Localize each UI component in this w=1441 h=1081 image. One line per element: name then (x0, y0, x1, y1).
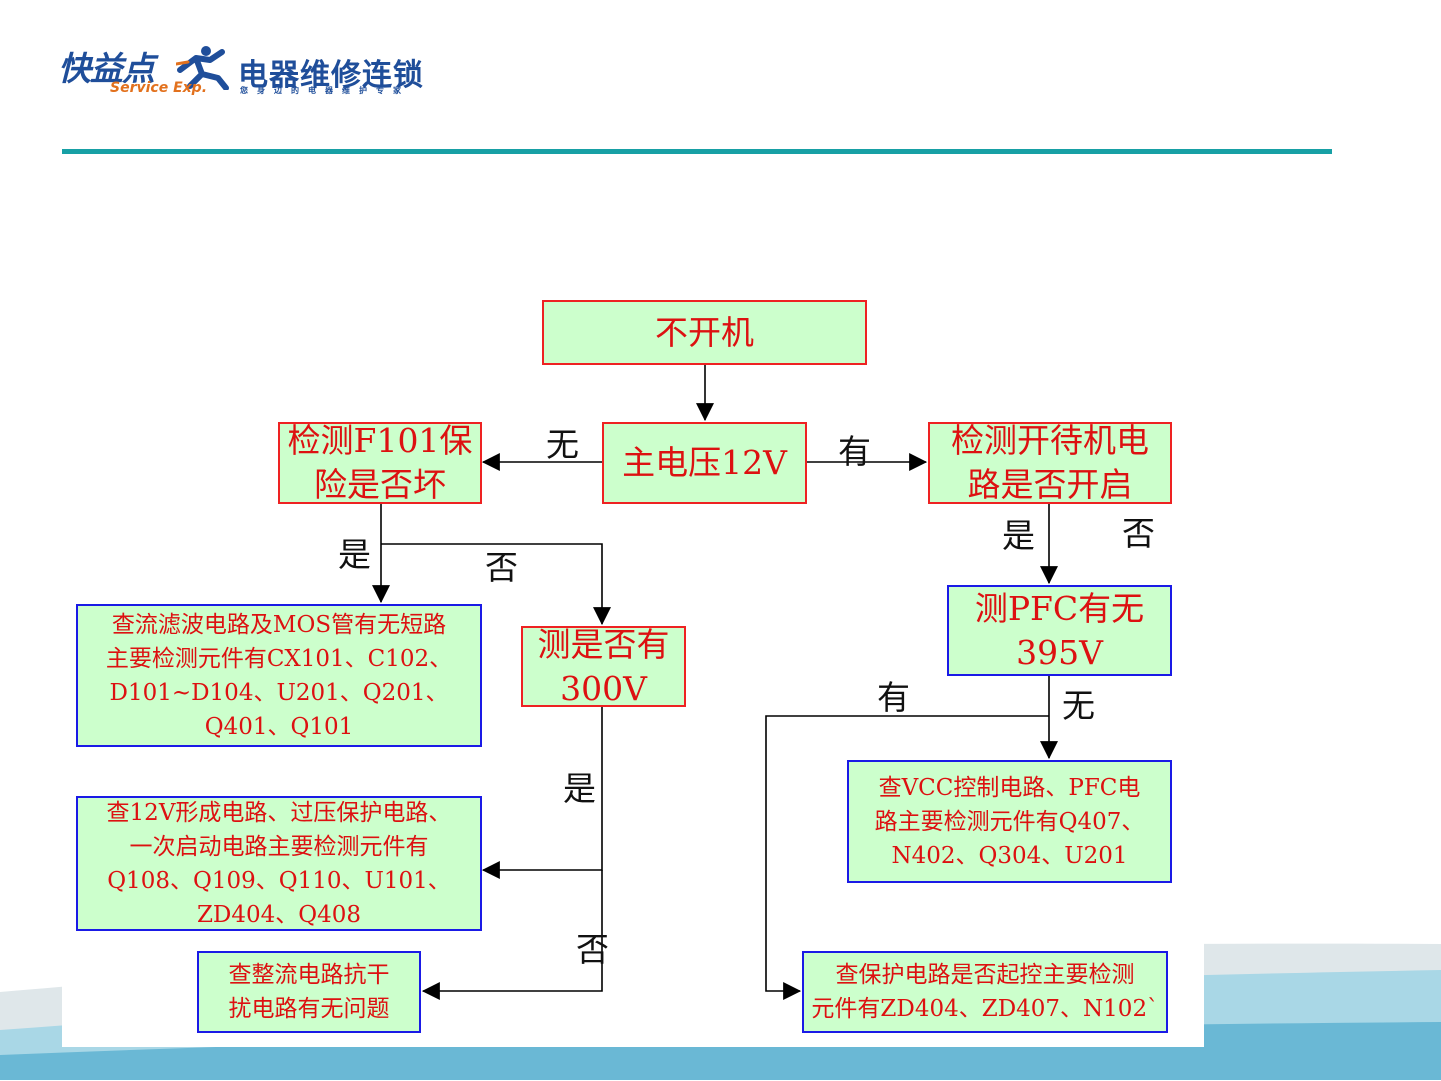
label-fuse-yes: 是 (338, 535, 371, 574)
label-main-has: 有 (838, 432, 871, 471)
node-check-vcc: 查VCC控制电路、PFC电 路主要检测元件有Q407、 N402、Q304、U2… (847, 760, 1172, 883)
logo-subtitle: Service Exp. (110, 80, 208, 96)
node-main-voltage: 主电压12V (602, 422, 807, 504)
company-logo: 快益点 Service Exp. 电器维修连锁 您身边的电器维护专家 (58, 42, 458, 104)
node-check-filter: 查流滤波电路及MOS管有无短路 主要检测元件有CX101、C102、 D101~… (76, 604, 482, 747)
node-check-fuse: 检测F101保 险是否坏 (278, 421, 482, 504)
node-start: 不开机 (542, 300, 867, 365)
header-divider (62, 149, 1332, 154)
brand-name: 电器维修连锁 (238, 58, 424, 93)
label-fuse-no: 否 (485, 548, 518, 587)
label-pfc-none: 无 (1062, 686, 1095, 725)
node-test-pfc: 测PFC有无 395V (947, 585, 1172, 676)
node-test-300v: 测是否有 300V (521, 625, 686, 708)
node-check-protect: 查保护电路是否起控主要检测 元件有ZD404、ZD407、N102` (802, 951, 1168, 1033)
label-300v-yes: 是 (563, 769, 596, 808)
logo-main-text: 快益点 (58, 49, 155, 88)
node-check-rectifier: 查整流电路抗干 扰电路有无问题 (197, 951, 421, 1033)
edge-fuse-no (381, 543, 611, 626)
label-standby-no: 否 (1122, 514, 1155, 553)
label-main-none: 无 (546, 425, 579, 464)
label-300v-no: 否 (576, 930, 609, 969)
label-pfc-has: 有 (877, 678, 910, 717)
edge-300v-no (421, 870, 603, 1000)
label-standby-yes: 是 (1002, 516, 1035, 555)
brand-slogan: 您身边的电器维护专家 (240, 86, 410, 95)
node-check-12v: 查12V形成电路、过压保护电路、 一次启动电路主要检测元件有 Q108、Q109… (76, 796, 482, 931)
edge-pfc-has (765, 715, 1049, 1000)
runner-icon (176, 46, 229, 90)
node-check-standby: 检测开待机电 路是否开启 (928, 421, 1172, 504)
